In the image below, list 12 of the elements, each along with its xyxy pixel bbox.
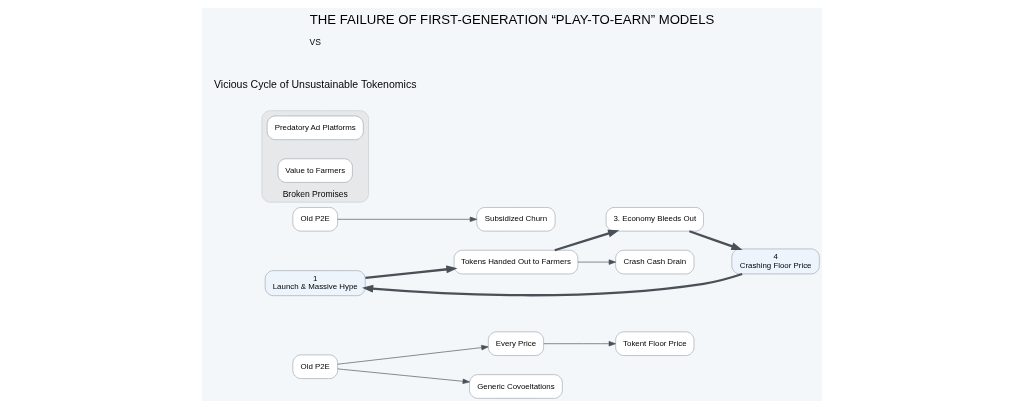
arrow xyxy=(689,230,743,250)
arrow xyxy=(577,259,616,265)
label: VS xyxy=(309,36,321,47)
arrow xyxy=(362,272,743,297)
arrow xyxy=(337,368,470,384)
label: Vicious Cycle of Unsustainable Tokenomics xyxy=(213,77,417,90)
arrow xyxy=(365,265,458,280)
diagram-title: THE FAILURE OF FIRST-GENERATION “PLAY-TO-EARN” MODELS xyxy=(309,11,715,27)
arrow xyxy=(337,216,478,222)
arrow xyxy=(543,341,616,347)
arrow xyxy=(337,344,489,365)
arrow xyxy=(554,229,620,252)
